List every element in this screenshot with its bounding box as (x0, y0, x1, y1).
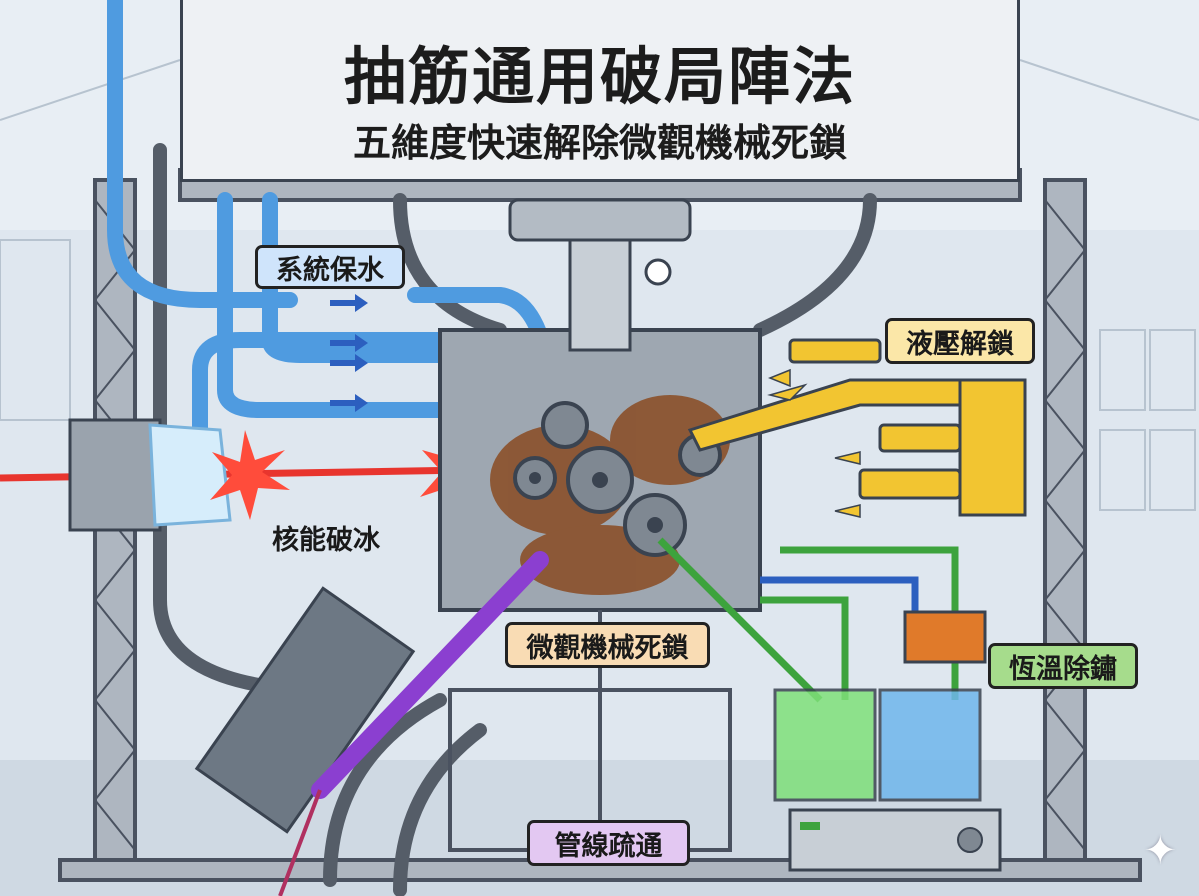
purple-probe (194, 551, 549, 896)
ice-block (148, 423, 232, 527)
page-title: 抽筋通用破局陣法 (343, 40, 856, 113)
label-pipeline: 管線疏通 (527, 820, 690, 866)
sparkle-icon: ✦ (1143, 828, 1177, 874)
blue-tank (878, 688, 982, 802)
laser-emitter (68, 418, 162, 532)
green-tank (773, 688, 877, 802)
label-core: 微觀機械死鎖 (505, 622, 710, 668)
hydraulic-arms (687, 338, 1027, 517)
label-hydraulic: 液壓解鎖 (885, 318, 1035, 364)
label-nuclear: 核能破冰 (272, 525, 380, 556)
label-thermal: 恆溫除鏽 (988, 643, 1138, 689)
label-hydration: 系統保水 (255, 245, 405, 289)
title-banner: 抽筋通用破局陣法 五維度快速解除微觀機械死鎖 (180, 0, 1020, 182)
heater (903, 610, 987, 664)
page-subtitle: 五維度快速解除微觀機械死鎖 (352, 121, 847, 165)
